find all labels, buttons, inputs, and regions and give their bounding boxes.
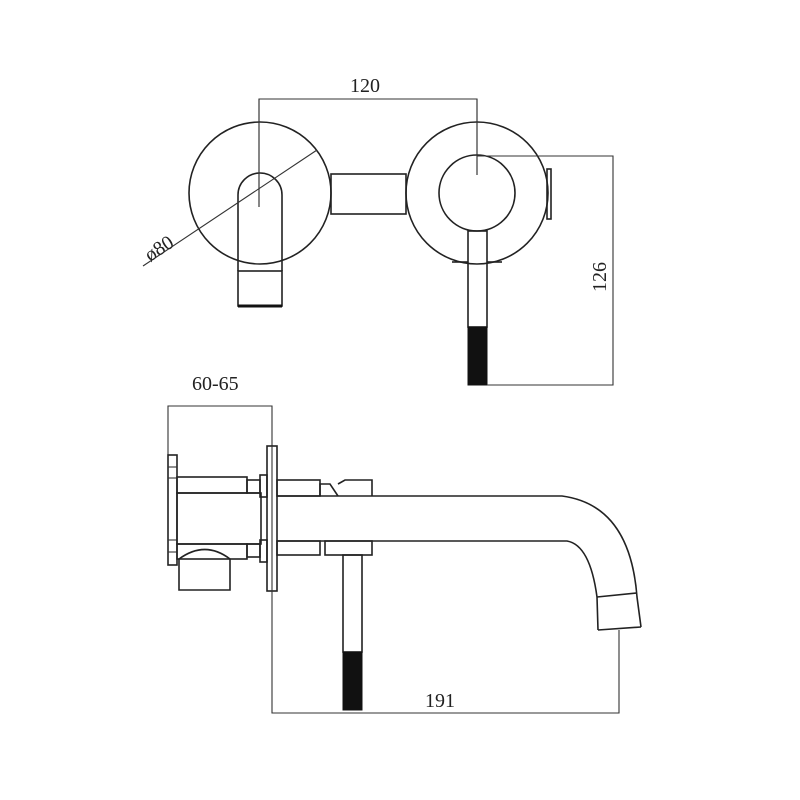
dimension-191: 191 xyxy=(271,446,620,714)
spout-outlet xyxy=(237,270,283,307)
spout-nozzle xyxy=(597,626,642,631)
dimension-126: 126 xyxy=(477,155,614,386)
dim-label-126: 126 xyxy=(589,262,611,292)
spout-inner xyxy=(277,540,599,631)
diameter-line xyxy=(142,149,318,267)
valve-body xyxy=(176,492,262,545)
dimension-120: 120 xyxy=(258,75,478,207)
side-tab xyxy=(546,168,552,220)
lever-grip xyxy=(467,326,488,386)
top-view: 120 ø80 126 xyxy=(141,75,614,386)
handle-collar-upper xyxy=(276,479,321,497)
valve-back-plate xyxy=(167,454,178,566)
valve-rod-upper xyxy=(176,476,248,494)
spout-outer xyxy=(277,495,642,628)
side-lever xyxy=(342,554,363,653)
handle-cap xyxy=(319,479,373,497)
spout-top xyxy=(237,172,283,271)
handle-collar-lower xyxy=(276,540,321,556)
valve-rod-lower xyxy=(176,543,248,560)
dim-label-191: 191 xyxy=(425,690,455,712)
connector-bar xyxy=(330,173,407,215)
dim-label-60-65: 60-65 xyxy=(192,373,239,395)
spout-escutcheon xyxy=(188,121,332,265)
side-view: 60-65 191 xyxy=(167,373,642,714)
side-lever-grip xyxy=(342,651,363,711)
lever-top xyxy=(467,230,488,328)
dimension-60-65: 60-65 xyxy=(167,373,273,455)
dim-label-diameter: ø80 xyxy=(141,231,178,266)
dim-label-120: 120 xyxy=(350,75,380,97)
valve-outlet xyxy=(178,548,231,591)
